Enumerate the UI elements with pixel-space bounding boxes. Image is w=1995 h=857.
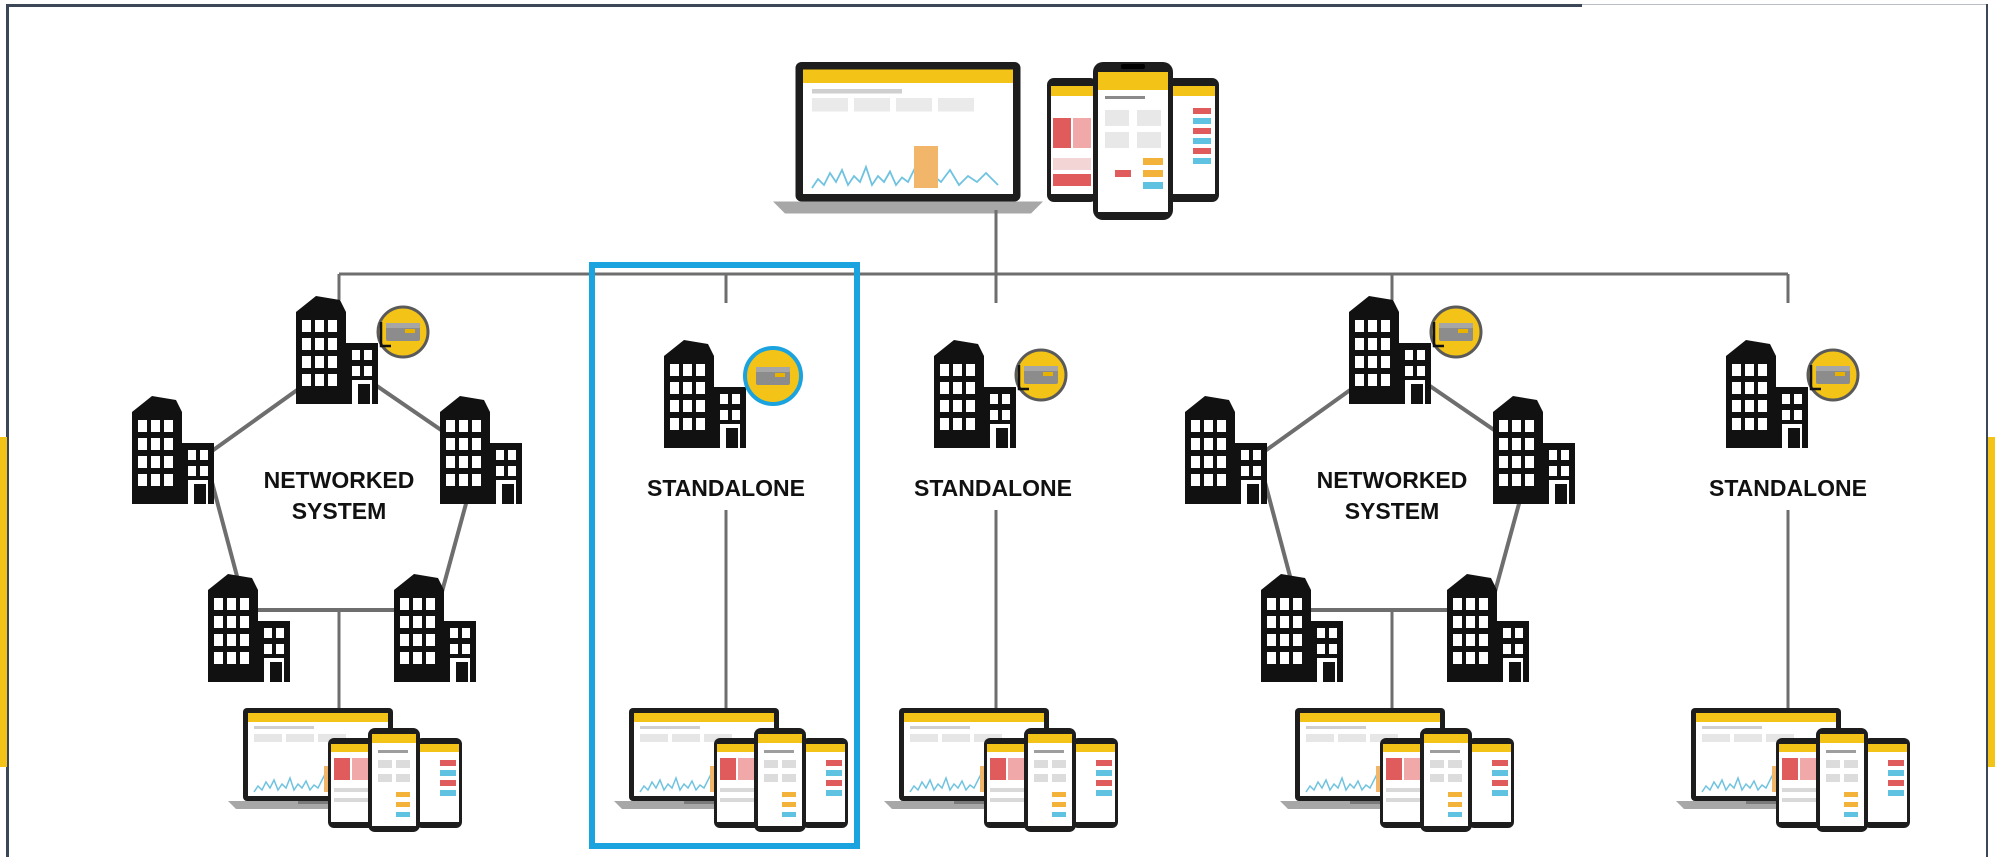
- networked-system-label: NETWORKED SYSTEM: [263, 467, 415, 524]
- gateway-device-icon: [1014, 348, 1068, 402]
- standalone-highlight-frame: [589, 262, 860, 849]
- central-laptop-icon: [773, 62, 1043, 214]
- building-icon: [1493, 396, 1575, 504]
- laptop-smartphone-set-icon: [1675, 707, 1911, 833]
- frame-top-edge-light: [1582, 4, 1988, 5]
- building-icon: [1447, 574, 1529, 682]
- frame-top-edge: [6, 4, 1582, 7]
- gateway-device-icon: [1429, 305, 1483, 359]
- building-icon: [934, 340, 1016, 448]
- building-icon: [132, 396, 214, 504]
- building-icon: [296, 296, 378, 404]
- connection-lines: [202, 210, 1790, 710]
- right-yellow-accent: [1988, 437, 1995, 767]
- building-icon: [1185, 396, 1267, 504]
- building-icon: [1261, 574, 1343, 682]
- building-icon: [1349, 296, 1431, 404]
- central-smartphone-front-icon: [1093, 62, 1173, 220]
- laptop-smartphone-set-icon: [1279, 707, 1515, 833]
- frame-left-edge: [6, 4, 9, 857]
- standalone-label: STANDALONE: [1708, 475, 1868, 501]
- gateway-device-icon: [743, 346, 803, 406]
- building-icon: [1726, 340, 1808, 448]
- networked-system-label: NETWORKED SYSTEM: [1316, 467, 1468, 524]
- laptop-smartphone-set-icon: [883, 707, 1119, 833]
- laptop-smartphone-set-icon: [227, 707, 463, 833]
- building-icon: [208, 574, 290, 682]
- gateway-device-icon: [376, 305, 430, 359]
- standalone-label: STANDALONE: [913, 475, 1073, 501]
- left-yellow-accent: [0, 437, 7, 767]
- standalone-label: STANDALONE: [646, 475, 806, 501]
- frame-right-edge: [1986, 4, 1988, 857]
- central-smartphone-right-icon: [1167, 78, 1219, 202]
- gateway-device-icon: [1806, 348, 1860, 402]
- building-icon: [394, 574, 476, 682]
- building-icon: [440, 396, 522, 504]
- central-smartphone-left-icon: [1047, 78, 1097, 202]
